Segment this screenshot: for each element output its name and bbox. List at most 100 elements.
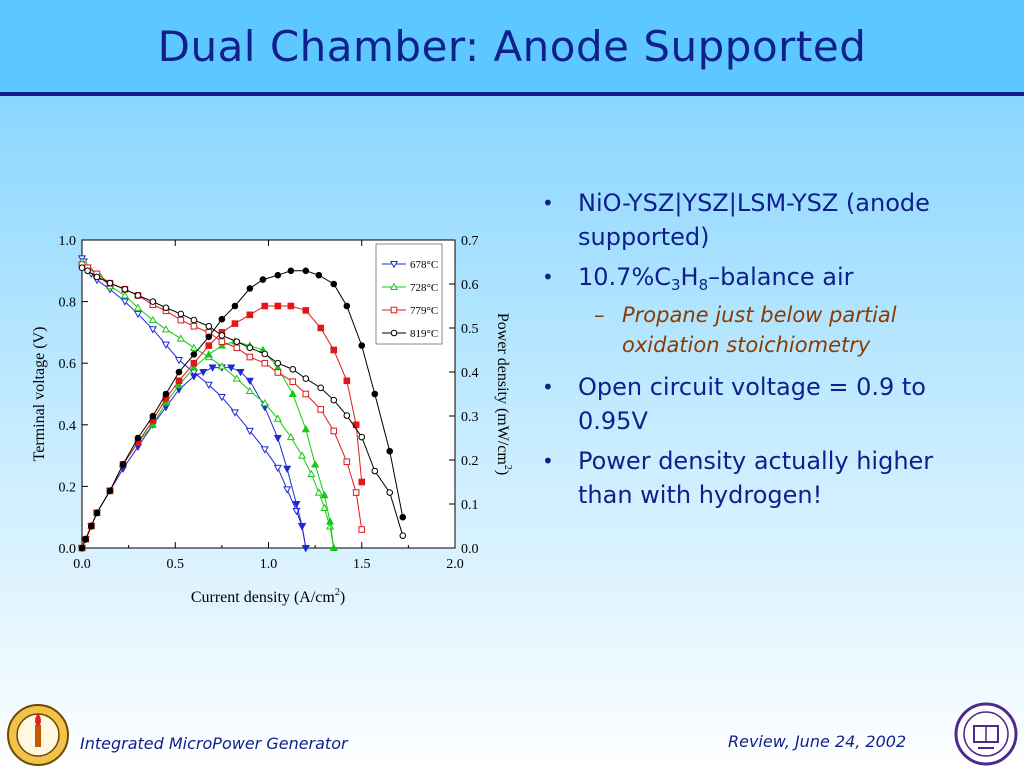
power-point [189,373,198,381]
voltage-point [84,267,91,275]
voltage-point [283,486,292,494]
y-tick-label: 0.4 [59,419,77,434]
voltage-point [121,285,129,293]
voltage-point [190,322,198,330]
voltage-point [148,326,157,334]
power-point [273,434,282,443]
series-3 [78,264,407,552]
voltage-point [358,433,366,441]
legend-marker [389,282,399,291]
voltage-point [190,316,198,324]
northwestern-seal-icon [954,702,1018,766]
voltage-point [352,489,360,496]
x-tick-label: 0.5 [167,557,185,572]
y2-tick-label: 0.3 [461,410,479,425]
power-point [78,544,86,552]
y-tick-label: 1.0 [59,234,77,249]
voltage-point [246,344,254,352]
voltage-point [343,458,351,466]
power-point [134,434,142,442]
voltage-point [302,390,310,398]
power-point [330,280,338,288]
voltage-point [149,298,157,305]
power-point [343,377,351,385]
voltage-point [134,292,142,299]
voltage-point [273,414,282,422]
legend-item: 678°C [382,259,438,271]
voltage-point [161,325,170,333]
voltage-point [274,369,282,376]
voltage-point [289,366,297,373]
voltage-point [289,378,297,385]
y2-axis-label: Power density (mW/cm2) [494,313,513,475]
voltage-point [399,532,407,539]
power-point [386,447,394,455]
bullet-item: •NiO-YSZ|YSZ|LSM-YSZ (anode supported) [540,186,980,254]
voltage-point [273,464,282,473]
power-point [288,389,297,398]
voltage-point [217,362,226,370]
voltage-point [260,399,269,407]
bullet-dot-icon: • [542,265,554,289]
y2-tick-label: 0.7 [461,234,479,249]
bullet-dot-icon: • [542,191,554,215]
power-point [231,320,239,327]
power-point [218,315,226,323]
voltage-point [261,350,269,358]
power-point [199,368,208,377]
power-point [175,368,183,376]
power-point [204,350,213,358]
legend-label: 779°C [410,305,438,317]
power-point [246,311,254,319]
power-point [261,302,269,310]
bullet-item: •Open circuit voltage = 0.9 to 0.95V [540,370,980,438]
voltage-point [232,374,241,382]
voltage-point [325,522,335,530]
voltage-point [230,409,239,417]
y-tick-label: 0.8 [59,296,77,311]
power-point [82,535,90,543]
power-point [325,517,335,525]
power-point [311,460,320,468]
power-point [302,267,310,275]
y-tick-label: 0.6 [59,357,77,372]
power-point [246,285,254,292]
power-point [283,465,292,474]
bullet-dot-icon: • [542,375,554,399]
power-point [236,368,245,377]
y2-tick-label: 0.6 [461,278,479,293]
voltage-point [298,451,307,459]
voltage-point [286,432,295,441]
voltage-point [120,291,129,299]
voltage-point [320,503,329,512]
power-point [217,341,226,349]
legend-item: 779°C [382,305,438,317]
power-point [329,543,338,552]
power-point [399,513,407,521]
voltage-point [148,315,157,324]
footer-left-text: Integrated MicroPower Generator [80,734,348,753]
x-tick-label: 0.0 [73,557,91,572]
voltage-point [371,467,379,475]
voltage-point [260,446,269,454]
legend-marker [390,329,398,337]
voltage-point [317,406,325,413]
power-point [320,490,329,499]
power-point [162,390,170,398]
y-tick-label: 0.0 [59,542,77,557]
bullet-list: •NiO-YSZ|YSZ|LSM-YSZ (anode supported) •… [540,186,980,518]
voltage-point [314,488,323,496]
footer-right-text: Review, June 24, 2002 [728,732,907,751]
power-point [205,342,213,349]
voltage-point [177,310,185,318]
power-point [93,509,101,517]
voltage-point [245,386,254,394]
power-point [330,346,338,354]
legend-marker [389,260,399,269]
voltage-point [218,338,226,345]
voltage-point [162,304,170,312]
power-point [88,522,95,530]
voltage-point [358,526,366,533]
power-point [343,302,351,310]
power-point [274,271,282,279]
